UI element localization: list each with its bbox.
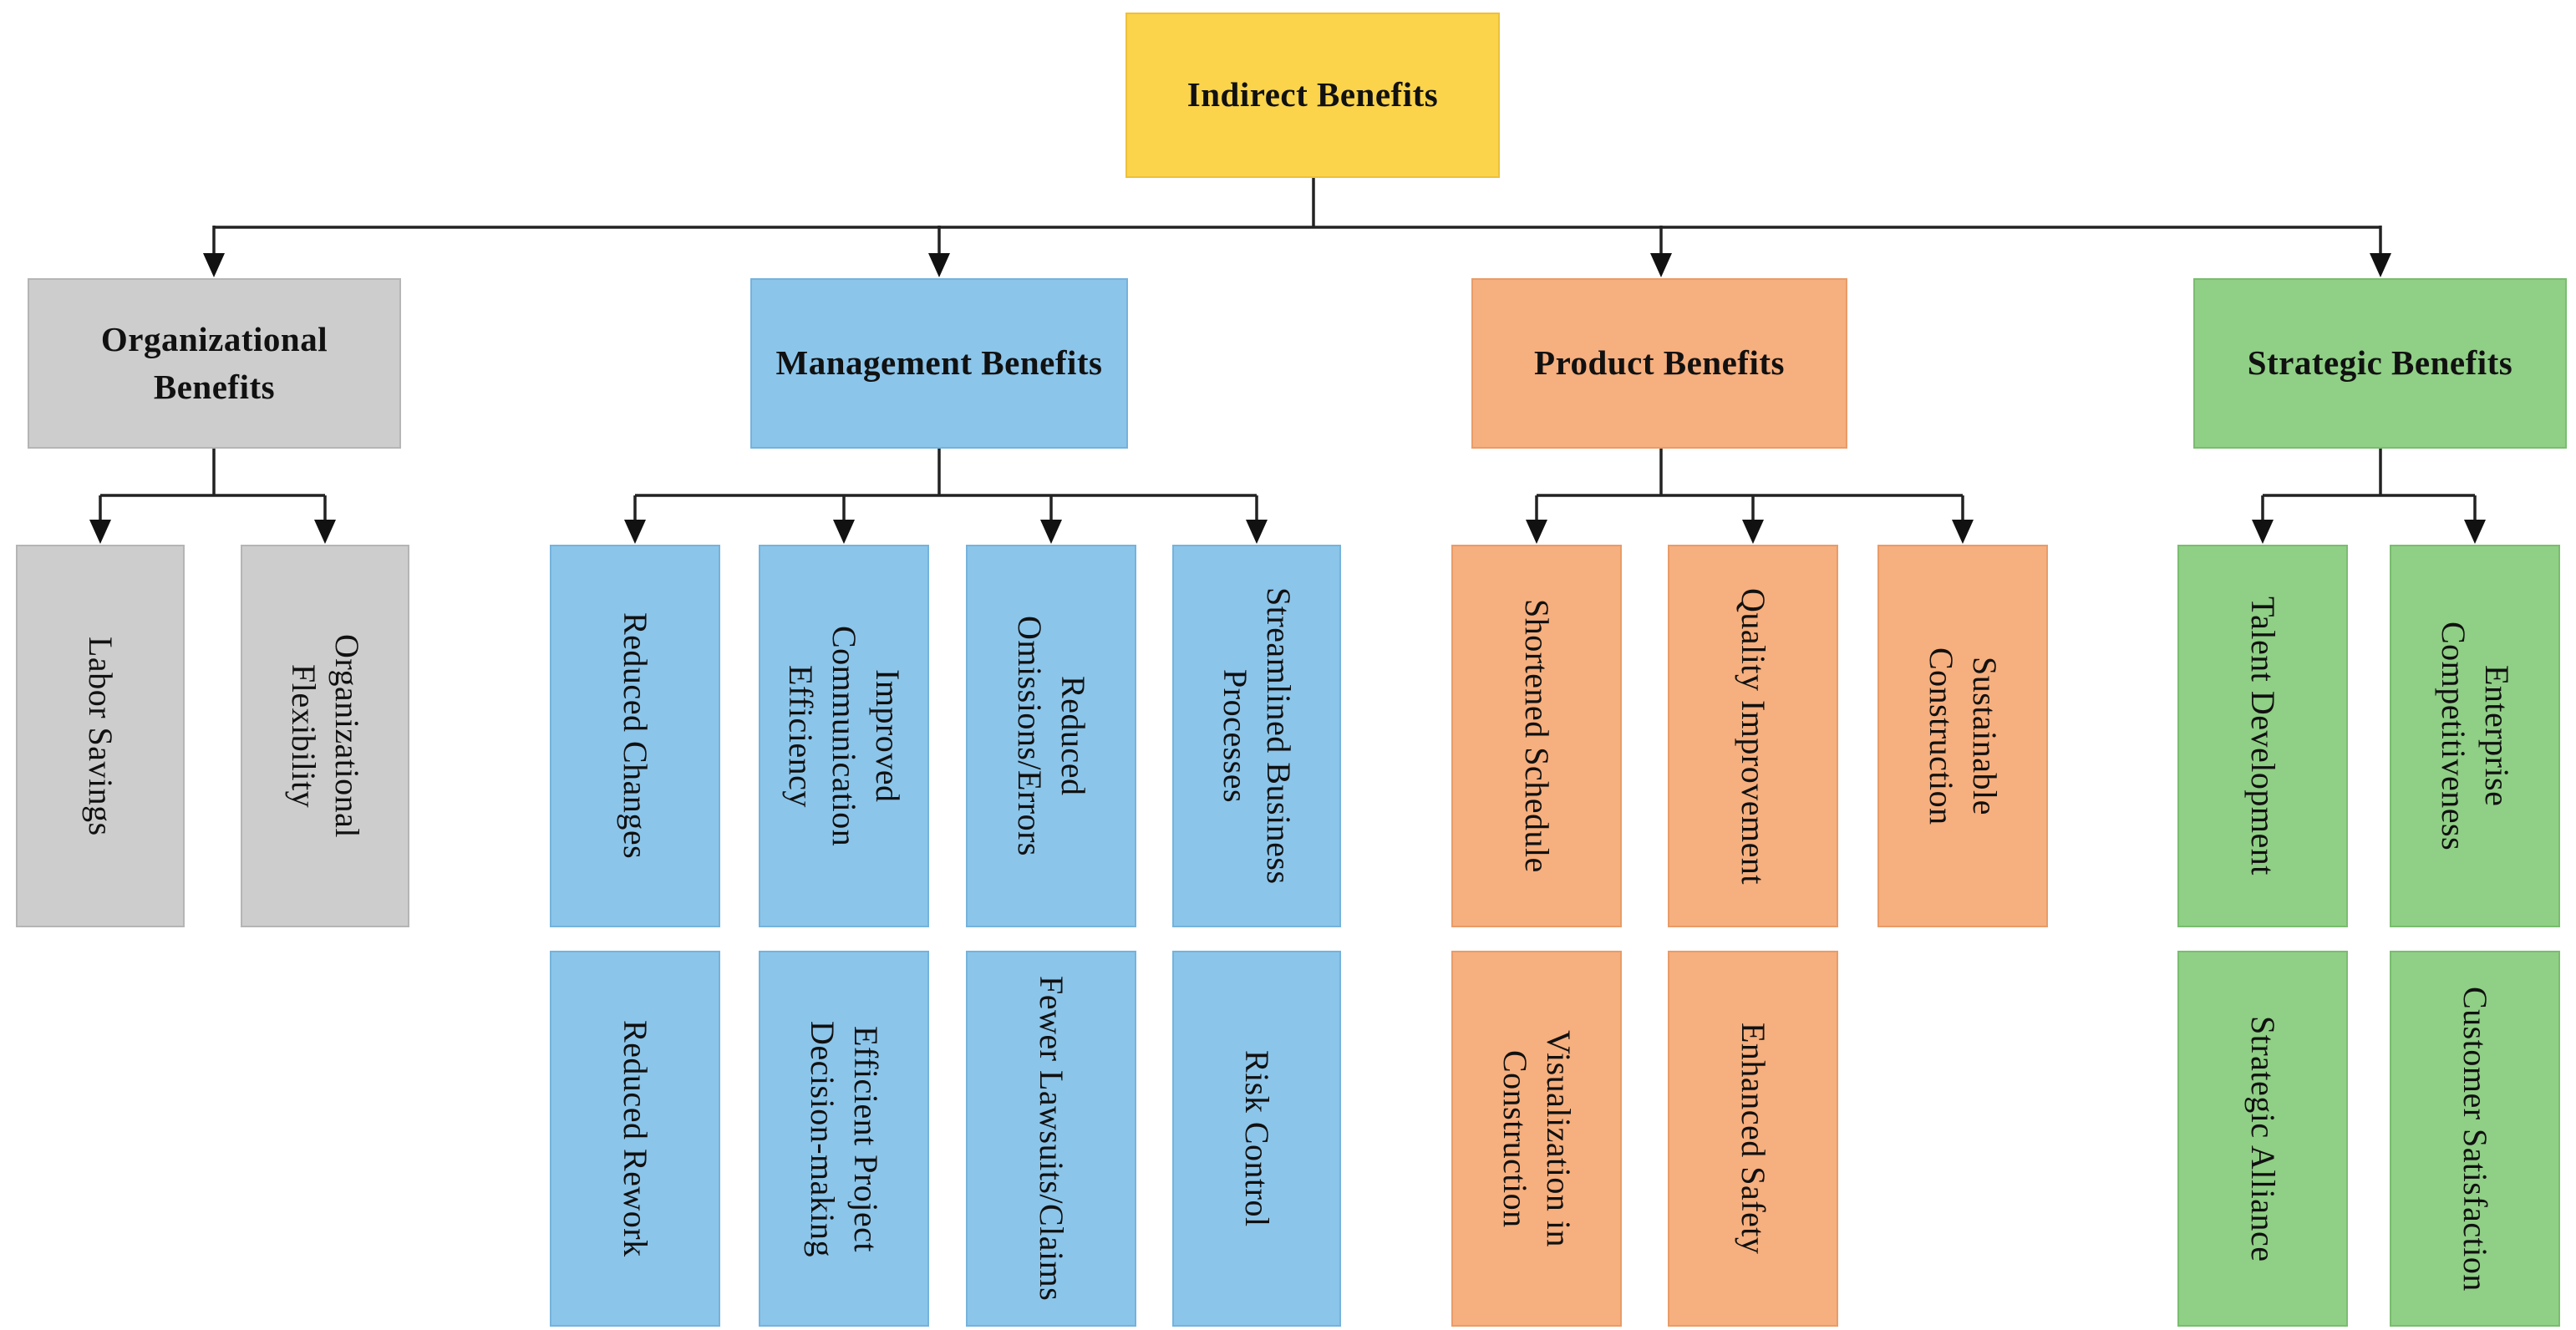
arrow-icon: [203, 253, 225, 277]
node-label: Reduced Rework: [617, 1020, 654, 1257]
node-reduced-rework: Reduced Rework: [550, 951, 720, 1327]
node-label: Fewer Lawsuits/Claims: [1033, 976, 1070, 1302]
node-organizational-flexibility: Organizational Flexibility: [241, 545, 409, 927]
node-indirect-benefits: Indirect Benefits: [1125, 13, 1500, 178]
arrow-icon: [89, 520, 111, 544]
node-label: Quality Improvement: [1735, 587, 1772, 885]
arrow-icon: [928, 253, 950, 277]
node-label: Risk Control: [1238, 1050, 1276, 1227]
node-label: Strategic Benefits: [2247, 343, 2513, 383]
node-streamlined-business-processes: Streamlined Business Processes: [1172, 545, 1341, 927]
node-labor-savings: Labor Savings: [16, 545, 185, 927]
arrow-icon: [314, 520, 336, 544]
arrow-icon: [1650, 253, 1672, 277]
node-label: Indirect Benefits: [1186, 75, 1439, 114]
arrow-icon: [1952, 520, 1974, 544]
node-quality-improvement: Quality Improvement: [1668, 545, 1838, 927]
node-management-benefits: Management Benefits: [750, 278, 1128, 449]
connector-management: [633, 449, 1258, 526]
node-label: Streamlined Business Processes: [1217, 587, 1298, 885]
arrow-icon: [2252, 520, 2274, 544]
node-sustainable-construction: Sustainable Construction: [1877, 545, 2048, 927]
node-label: Improved Communication Efficiency: [782, 625, 907, 847]
node-label: Enterprise Competitiveness: [2435, 621, 2516, 851]
node-fewer-lawsuits-claims: Fewer Lawsuits/Claims: [966, 951, 1136, 1327]
arrow-icon: [2370, 253, 2391, 277]
node-label: Shortened Schedule: [1518, 599, 1556, 873]
node-customer-satisfaction: Customer Satisfaction: [2390, 951, 2560, 1327]
node-label: Efficient Project Decision-making: [804, 1020, 885, 1257]
arrow-icon: [833, 520, 855, 544]
node-label: Product Benefits: [1534, 343, 1785, 383]
node-efficient-project-decision-making: Efficient Project Decision-making: [759, 951, 929, 1327]
connector-root: [212, 178, 2382, 261]
arrow-icon: [1040, 520, 1062, 544]
node-risk-control: Risk Control: [1172, 951, 1341, 1327]
node-label: Customer Satisfaction: [2457, 986, 2494, 1292]
node-label: Reduced Omissions/Errors: [1011, 616, 1092, 856]
node-strategic-benefits: Strategic Benefits: [2193, 278, 2567, 449]
node-product-benefits: Product Benefits: [1471, 278, 1847, 449]
node-visualization-in-construction: Visualization in Construction: [1451, 951, 1622, 1327]
node-label: Enhanced Safety: [1735, 1023, 1772, 1255]
node-label: Reduced Changes: [617, 612, 654, 860]
node-reduced-changes: Reduced Changes: [550, 545, 720, 927]
node-talent-development: Talent Development: [2177, 545, 2348, 927]
arrow-icon: [1526, 520, 1547, 544]
arrow-icon: [624, 520, 646, 544]
node-label: Visualization in Construction: [1496, 1030, 1578, 1247]
node-enterprise-competitiveness: Enterprise Competitiveness: [2390, 545, 2560, 927]
node-label: Organizational Flexibility: [285, 634, 366, 838]
node-label: Management Benefits: [775, 343, 1103, 383]
arrow-icon: [2464, 520, 2486, 544]
node-label: Talent Development: [2244, 596, 2282, 876]
arrowheads: [89, 253, 2486, 544]
connector-organizational: [99, 449, 327, 526]
arrow-icon: [1742, 520, 1764, 544]
node-label: Sustainable Construction: [1923, 647, 2004, 825]
connector-strategic: [2261, 449, 2477, 526]
node-reduced-omissions-errors: Reduced Omissions/Errors: [966, 545, 1136, 927]
node-label: Labor Savings: [82, 636, 119, 836]
arrow-icon: [1246, 520, 1268, 544]
connector-product: [1535, 449, 1964, 526]
node-label: Strategic Alliance: [2244, 1015, 2282, 1262]
node-label: Organizational Benefits: [100, 319, 328, 406]
node-shortened-schedule: Shortened Schedule: [1451, 545, 1622, 927]
node-organizational-benefits: Organizational Benefits: [28, 278, 401, 449]
node-improved-communication-efficiency: Improved Communication Efficiency: [759, 545, 929, 927]
node-enhanced-safety: Enhanced Safety: [1668, 951, 1838, 1327]
node-strategic-alliance: Strategic Alliance: [2177, 951, 2348, 1327]
